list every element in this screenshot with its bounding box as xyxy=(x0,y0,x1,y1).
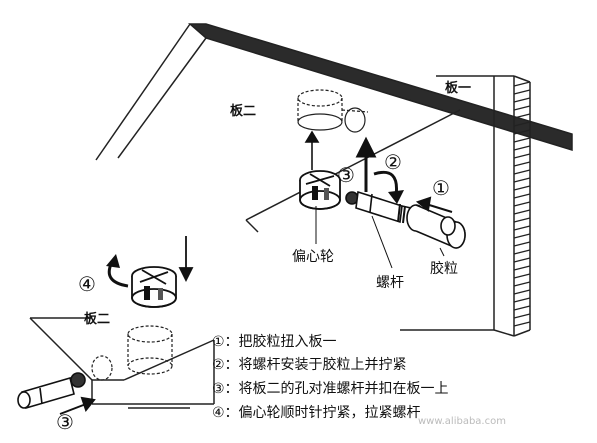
board-two-top xyxy=(95,23,573,233)
ladder-rung xyxy=(513,201,531,207)
eccentric-wheel-bottom xyxy=(131,266,177,308)
ladder-rung xyxy=(513,185,531,191)
marker-step-3-bottom: ③ xyxy=(56,410,74,434)
ladder-rung xyxy=(513,217,531,223)
arrow-down-bottom xyxy=(178,236,194,283)
ladder-rung xyxy=(513,145,531,151)
board-one-edge-pattern xyxy=(513,81,531,327)
step-text-2: ②：将螺杆安装于胶粒上并拧紧 xyxy=(212,357,407,373)
curved-arrow-step-2-head xyxy=(388,190,404,204)
marker-step-3-top: ③ xyxy=(337,163,355,187)
board-two-top-inner-edge xyxy=(117,37,207,159)
marker-step-4: ④ xyxy=(78,272,96,296)
label-board-one: 板一 xyxy=(445,81,472,96)
ladder-rung xyxy=(513,321,531,327)
arrow-board-up xyxy=(355,136,377,192)
ladder-rung xyxy=(513,113,531,119)
ladder-rung xyxy=(513,225,531,231)
label-screw-rod: 螺杆 xyxy=(376,275,404,291)
board-two-top-left-edge xyxy=(95,23,191,161)
marker-step-2: ② xyxy=(384,150,402,174)
dowel-top xyxy=(406,204,466,249)
board-two-top-front-edge xyxy=(245,219,259,233)
leader-lines xyxy=(315,206,445,269)
ladder-rung xyxy=(513,177,531,183)
ladder-rung xyxy=(513,281,531,287)
board-two-top-hole xyxy=(297,89,369,133)
ladder-rung xyxy=(513,209,531,215)
ladder-rung xyxy=(513,89,531,95)
board-two-bottom-hole xyxy=(91,325,173,381)
step-text-3: ③：将板二的孔对准螺杆并扣在板一上 xyxy=(212,381,449,397)
board-two-bottom xyxy=(29,317,215,409)
arrow-step-1 xyxy=(415,196,453,213)
ladder-rung xyxy=(513,193,531,199)
ladder-rung xyxy=(513,233,531,239)
label-dowel: 胶粒 xyxy=(430,261,458,277)
ladder-rung xyxy=(513,153,531,159)
ladder-rung xyxy=(513,289,531,295)
ladder-rung xyxy=(513,105,531,111)
ladder-rung xyxy=(513,257,531,263)
screw-rod-bottom xyxy=(17,372,86,410)
watermark: www.alibaba.com xyxy=(418,416,506,427)
ladder-rung xyxy=(513,129,531,135)
step-text-1: ①：把胶粒扭入板一 xyxy=(212,334,337,350)
label-eccentric-wheel: 偏心轮 xyxy=(292,249,334,265)
ladder-rung xyxy=(513,313,531,319)
ladder-rung xyxy=(513,273,531,279)
ladder-rung xyxy=(513,121,531,127)
ladder-rung xyxy=(513,265,531,271)
label-board-two-bottom: 板二 xyxy=(84,312,111,327)
step-text-4: ④：偏心轮顺时针拧紧，拉紧螺杆 xyxy=(212,405,421,421)
ladder-rung xyxy=(513,161,531,167)
board-two-top-dark-edge xyxy=(188,23,573,152)
ladder-rung xyxy=(513,305,531,311)
arrow-step-3-bottom xyxy=(59,396,96,415)
ladder-rung xyxy=(513,137,531,143)
ladder-rung xyxy=(513,97,531,103)
ladder-rung xyxy=(513,249,531,255)
curved-arrow-step-4-head xyxy=(106,254,120,268)
ladder-rung xyxy=(513,241,531,247)
marker-step-1: ① xyxy=(432,176,450,200)
ladder-rung xyxy=(513,297,531,303)
arrow-eccentric-up xyxy=(304,130,320,170)
label-board-two-top: 板二 xyxy=(230,104,257,119)
board-two-top-bottom-edge xyxy=(245,109,461,221)
ladder-rung xyxy=(513,169,531,175)
eccentric-wheel-top xyxy=(299,170,341,210)
ladder-rung xyxy=(513,81,531,87)
